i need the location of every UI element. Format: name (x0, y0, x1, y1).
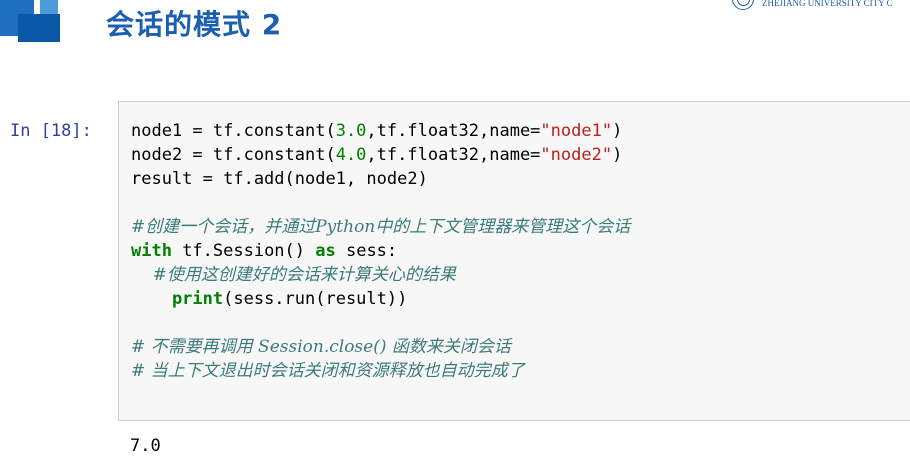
code-comment-use-session: #使用这创建好的会话来计算关心的结果 (131, 265, 456, 285)
code-comment-no-close: # 不需要再调用 Session.close() 函数来关闭会话 (131, 337, 511, 357)
university-emblem-icon (732, 0, 754, 10)
university-name: ZHEJIANG UNIVERSITY CITY C (762, 0, 893, 8)
code-line-blank (131, 191, 910, 215)
cell-output: 7.0 (130, 436, 161, 456)
code-line-blank-2 (131, 311, 910, 335)
logo-block-mid (18, 14, 60, 42)
code-block[interactable]: node1 = tf.constant(3.0,tf.float32,name=… (119, 102, 910, 383)
code-comment-create-session: #创建一个会话，并通过Python中的上下文管理器来管理这个会话 (131, 217, 631, 237)
code-line-1: node1 = tf.constant(3.0,tf.float32,name=… (131, 121, 623, 141)
code-line-print: print(sess.run(result)) (131, 289, 408, 309)
code-line-3: result = tf.add(node1, node2) (131, 169, 428, 189)
university-logo: ZHEJIANG UNIVERSITY CITY C (710, 0, 910, 10)
code-comment-auto-release: # 当上下文退出时会话关闭和资源释放也自动完成了 (131, 361, 525, 381)
code-line-with: with tf.Session() as sess: (131, 241, 398, 261)
slide-title: 会话的模式 2 (106, 8, 283, 41)
cell-prompt: In [18]: (10, 121, 92, 141)
code-cell[interactable]: node1 = tf.constant(3.0,tf.float32,name=… (118, 101, 910, 421)
code-line-2: node2 = tf.constant(4.0,tf.float32,name=… (131, 145, 623, 165)
